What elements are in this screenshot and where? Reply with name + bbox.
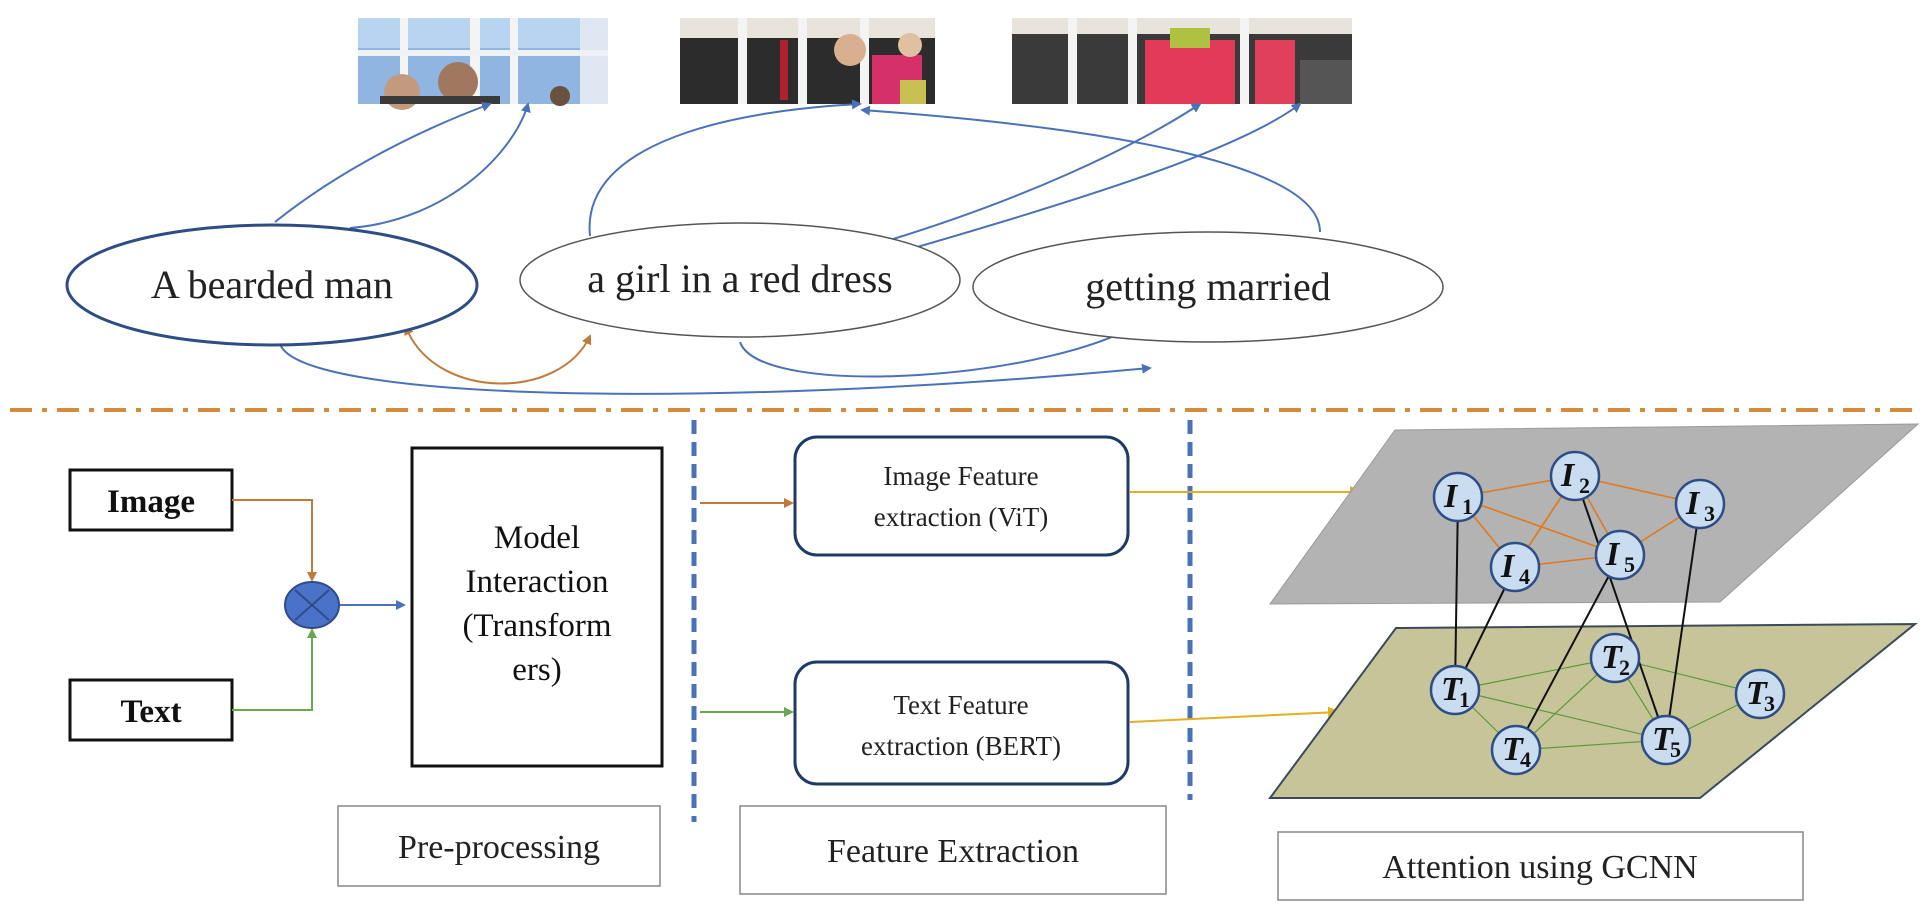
phrase-text: a girl in a red dress — [587, 256, 892, 301]
node-subscript: 2 — [1619, 655, 1630, 680]
stage-label: Feature Extraction — [827, 833, 1079, 870]
cross-modal-edge — [1515, 554, 1621, 751]
node-label: I — [1605, 536, 1621, 573]
image-graph-edge — [1457, 496, 1621, 556]
node-subscript: 5 — [1624, 552, 1635, 577]
feature-arrows — [700, 486, 1362, 723]
text-graph-edge — [1454, 657, 1616, 691]
photo-strip-3 — [1012, 18, 1352, 104]
model-label-line-2: Interaction — [466, 564, 609, 600]
node-label: T — [1441, 671, 1463, 708]
text-graph-plane — [1268, 622, 1918, 799]
node-label: I — [1560, 457, 1576, 494]
stage-attention-gcnn: Attention using GCNN — [1277, 831, 1804, 901]
phrase-text: getting married — [1085, 264, 1330, 309]
phrase-node-girl-red-dress: a girl in a red dress — [519, 222, 961, 338]
stage-label: Attention using GCNN — [1382, 849, 1697, 886]
stage-preprocessing: Pre-processing — [337, 805, 661, 887]
text-input-label: Text — [120, 694, 181, 730]
node-subscript: 1 — [1459, 687, 1470, 712]
text-input-box: Text — [68, 678, 234, 742]
phrase-node-bearded-man: A bearded man — [65, 223, 479, 347]
image-graph-plane — [1269, 423, 1920, 605]
image-input-box: Image — [68, 468, 234, 532]
node-label: T — [1652, 721, 1674, 758]
node-label: T — [1601, 639, 1623, 676]
node-subscript: 2 — [1579, 473, 1590, 498]
input-arrows — [232, 499, 406, 711]
text-feature-box: Text Feature extraction (BERT) — [793, 660, 1130, 786]
node-label: I — [1443, 478, 1459, 515]
phrase-to-image-arrows — [274, 99, 1321, 253]
text-graph-node: T4 — [1490, 724, 1542, 776]
node-subscript: 1 — [1462, 494, 1473, 519]
model-label-line-1: Model — [494, 520, 580, 556]
cross-modal-edge — [1454, 496, 1459, 691]
node-label: T — [1746, 675, 1768, 712]
text-graph-edge — [1454, 689, 1667, 741]
node-subscript: 3 — [1764, 691, 1775, 716]
node-subscript: 3 — [1704, 501, 1715, 526]
node-label: T — [1502, 731, 1524, 768]
model-interaction-box: Model Interaction (Transform ers) — [410, 446, 664, 768]
text-graph-node: T1 — [1429, 664, 1481, 716]
cross-modal-edge — [1665, 503, 1701, 741]
phrase-node-getting-married: getting married — [972, 231, 1444, 343]
stage-feature-extraction: Feature Extraction — [739, 805, 1167, 895]
image-input-label: Image — [107, 484, 195, 520]
image-feature-label-2: extraction (ViT) — [874, 502, 1049, 532]
image-feature-label-1: Image Feature — [883, 461, 1038, 491]
phrase-text: A bearded man — [151, 262, 393, 307]
model-label-line-3: (Transform — [462, 608, 611, 644]
cross-modal-edge — [1574, 475, 1667, 741]
text-graph-node: T5 — [1640, 714, 1692, 766]
node-subscript: 4 — [1519, 564, 1530, 589]
text-feature-label-2: extraction (BERT) — [861, 731, 1061, 761]
model-label-line-4: ers) — [512, 652, 561, 688]
fusion-operator-icon — [284, 581, 340, 629]
phrase-link-arrows — [279, 316, 1152, 395]
image-feature-box: Image Feature extraction (ViT) — [793, 435, 1130, 557]
stage-label: Pre-processing — [398, 829, 600, 866]
node-label: I — [1500, 548, 1516, 585]
node-subscript: 5 — [1670, 737, 1681, 762]
photo-strip-2 — [680, 18, 935, 104]
node-subscript: 4 — [1520, 747, 1531, 772]
text-graph-node: T3 — [1734, 668, 1786, 720]
text-feature-label-1: Text Feature — [893, 690, 1028, 720]
text-graph-node: T2 — [1589, 632, 1641, 684]
photo-strip-1 — [358, 18, 608, 110]
node-label: I — [1685, 485, 1701, 522]
